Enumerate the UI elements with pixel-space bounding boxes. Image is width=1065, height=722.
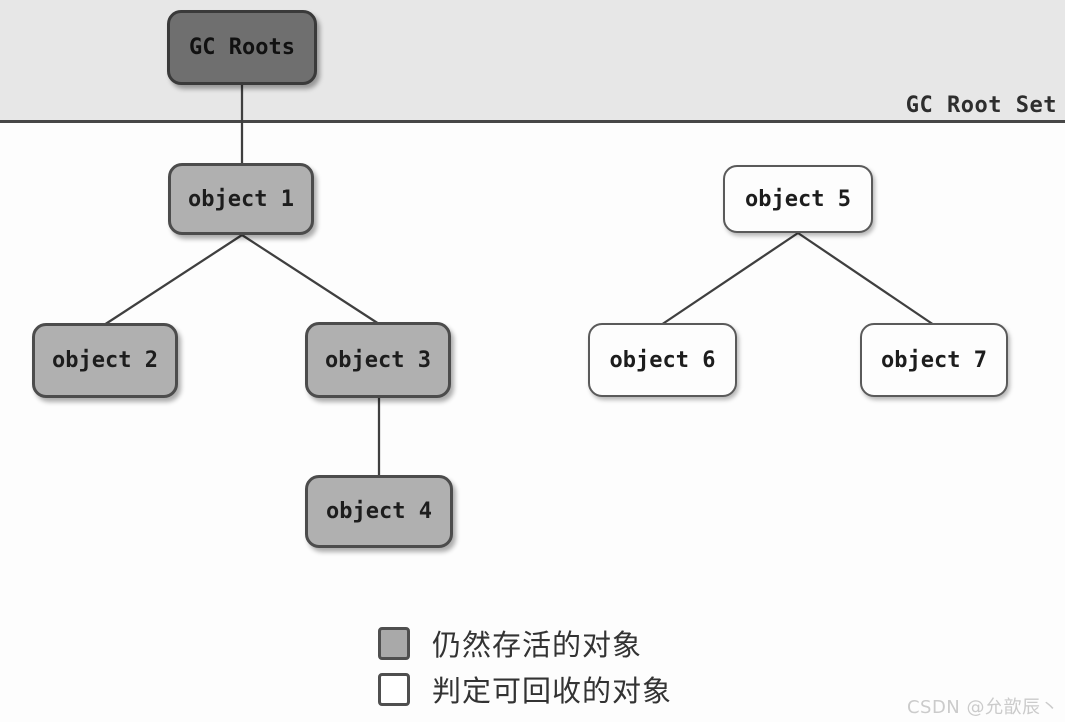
node-object6: object 6 xyxy=(588,323,737,397)
csdn-watermark: CSDN @允歆辰丶 xyxy=(906,697,1059,718)
legend-label-recyclable: 判定可回收的对象 xyxy=(432,674,673,708)
legend-label-alive: 仍然存活的对象 xyxy=(432,628,643,662)
edge-object5-object6 xyxy=(659,231,800,327)
node-object5: object 5 xyxy=(723,165,873,233)
edge-object5-object7 xyxy=(796,231,936,327)
node-object4: object 4 xyxy=(305,475,453,548)
node-object1-label: object 1 xyxy=(188,186,294,212)
node-object6-label: object 6 xyxy=(609,347,716,373)
node-object3-label: object 3 xyxy=(325,347,431,373)
node-object3: object 3 xyxy=(305,322,451,398)
legend-item-alive: 仍然存活的对象 xyxy=(378,626,672,662)
node-object2: object 2 xyxy=(32,323,178,398)
legend-swatch-alive xyxy=(378,626,410,660)
gc-root-set-label: GC Root Set xyxy=(905,93,1057,118)
node-object7: object 7 xyxy=(860,323,1008,397)
legend: 仍然存活的对象 判定可回收的对象 xyxy=(378,626,672,718)
edge-object1-object2 xyxy=(102,233,244,327)
node-object1: object 1 xyxy=(168,163,314,235)
node-object5-label: object 5 xyxy=(745,186,851,212)
node-object7-label: object 7 xyxy=(881,347,987,373)
edge-object1-object3 xyxy=(240,233,381,326)
legend-swatch-recyclable xyxy=(378,672,410,706)
node-gc-roots: GC Roots xyxy=(167,10,317,85)
legend-item-recyclable: 判定可回收的对象 xyxy=(378,672,672,708)
node-object2-label: object 2 xyxy=(52,348,158,373)
node-gc-roots-label: GC Roots xyxy=(189,35,295,60)
node-object4-label: object 4 xyxy=(326,499,432,524)
gc-root-set-divider-line xyxy=(0,120,1065,123)
